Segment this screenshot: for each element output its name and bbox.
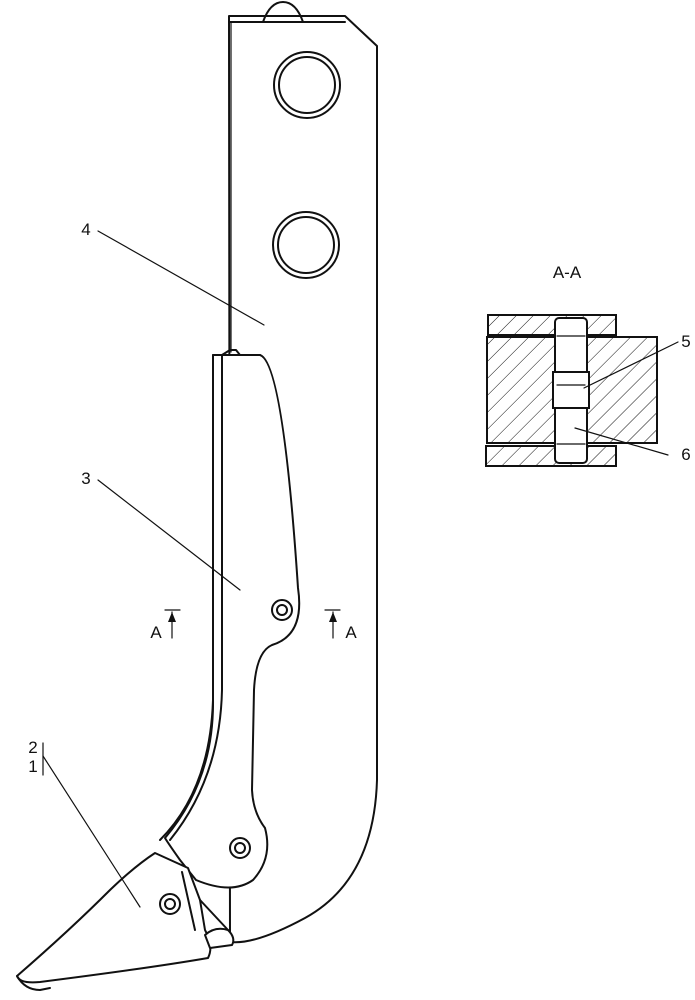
svg-text:A: A: [345, 623, 357, 642]
protector-top: [212, 349, 261, 356]
protector-outline: [164, 354, 301, 889]
leader-5: [583, 341, 679, 389]
arrow-up-icon: [168, 612, 176, 622]
callout-4: 4: [81, 220, 90, 239]
section-detail: A-A: [485, 263, 658, 467]
callout-5: 5: [681, 332, 690, 351]
top-lug: [262, 1, 304, 23]
tip-rear-edge: [199, 899, 229, 931]
tip-pin-inner: [164, 898, 176, 910]
protector-edge-b: [159, 359, 214, 841]
section-marker-left: A: [150, 609, 181, 642]
leader-6: [574, 427, 669, 456]
section-title: A-A: [553, 263, 582, 282]
protector-bolt-upper: [271, 599, 293, 621]
section-bushing: [552, 371, 590, 409]
arrow-up-icon: [329, 612, 337, 622]
callout-1: 1: [28, 757, 37, 776]
ripper-tip: [16, 852, 235, 991]
mount-hole-lower-inner: [277, 216, 335, 274]
mount-hole-lower: [272, 211, 340, 279]
svg-text:A: A: [150, 623, 162, 642]
callout-6: 6: [681, 445, 690, 464]
mount-hole-upper: [273, 51, 341, 119]
protector-bolt-lower-inner: [234, 842, 246, 854]
callout-3: 3: [81, 469, 90, 488]
leader-3: [97, 479, 241, 591]
section-bottom-plate: [485, 445, 617, 467]
tip-outline: [16, 852, 212, 984]
tip-side-line: [181, 871, 196, 931]
tip-nose-line: [16, 975, 51, 991]
tip-retainer: [204, 927, 235, 949]
shank-outline: [228, 15, 378, 944]
leader-2-1: [42, 755, 141, 908]
mount-hole-upper-inner: [278, 56, 336, 114]
protector-bolt-upper-inner: [276, 604, 288, 616]
protector-bolt-lower: [229, 837, 251, 859]
leader-4: [97, 230, 265, 326]
leader-lines: [42, 230, 679, 908]
shank: [228, 1, 378, 944]
section-top-plate: [487, 314, 617, 336]
protector-edge-a: [169, 354, 223, 841]
protector: [159, 349, 301, 889]
section-marker-right: A: [324, 609, 357, 642]
tip-pin: [159, 893, 181, 915]
callout-2: 2: [28, 738, 37, 757]
